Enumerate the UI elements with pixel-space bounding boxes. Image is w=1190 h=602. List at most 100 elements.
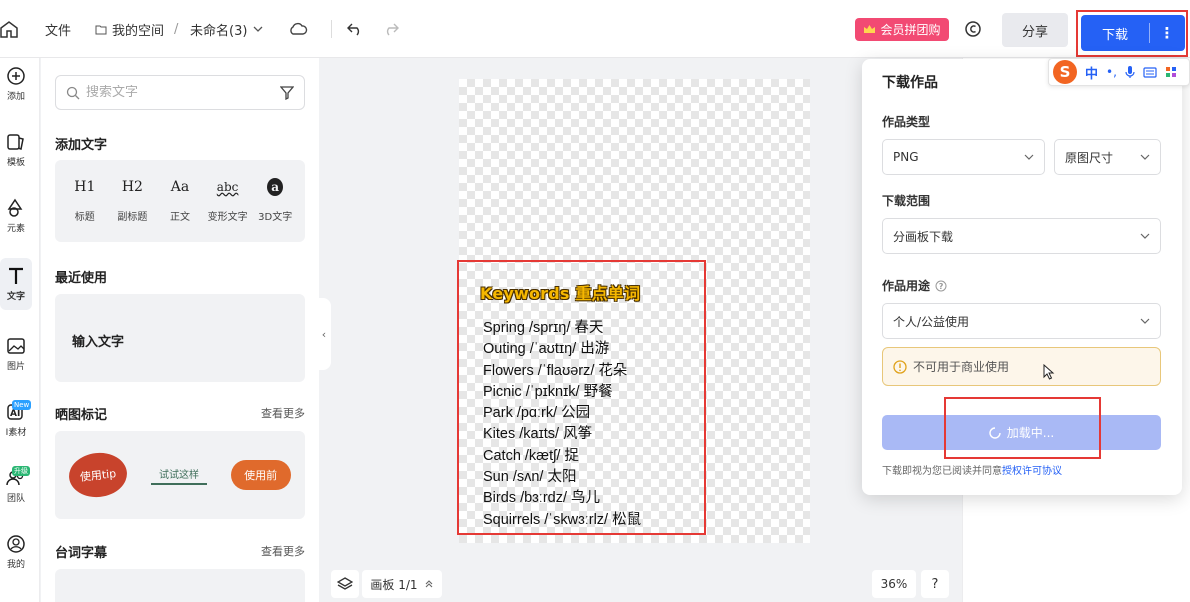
- vocab-title: Keywords 重点单词: [480, 284, 641, 303]
- rail-label: 我的: [6, 560, 25, 570]
- help-circle-icon[interactable]: ?: [935, 280, 947, 292]
- text-type-title[interactable]: H1 标题: [62, 178, 108, 223]
- rail-label: I素材: [5, 428, 27, 438]
- sticker-card: 使用tip 试试这样 使用前: [55, 431, 305, 519]
- h1-icon: H1: [74, 179, 96, 195]
- chevron-down-icon: [1140, 318, 1150, 324]
- license-agreement-link[interactable]: 授权许可协议: [1002, 466, 1062, 477]
- filter-icon[interactable]: [280, 85, 294, 100]
- keyboard-icon[interactable]: [1143, 66, 1157, 78]
- caption-see-more-link[interactable]: 查看更多: [261, 545, 305, 558]
- text-type-3d[interactable]: a 3D文字: [252, 178, 298, 223]
- sogou-logo-icon[interactable]: S: [1053, 60, 1077, 84]
- rail-label: 图片: [6, 362, 25, 372]
- work-type-label: 作品类型: [882, 113, 930, 130]
- cloud-sync-icon[interactable]: [288, 0, 308, 58]
- loading-highlight-box: [944, 397, 1101, 459]
- size-value: 原图尺寸: [1065, 150, 1114, 165]
- download-range-label: 下载范围: [882, 192, 930, 209]
- artboard-switcher[interactable]: 画板 1/1: [362, 570, 442, 598]
- license-notice: 下载即视为您已阅读并同意授权许可协议: [882, 462, 1062, 477]
- chevron-down-icon: [1140, 233, 1150, 239]
- download-range-select[interactable]: 分画板下载: [882, 218, 1161, 254]
- document-name[interactable]: 未命名(3): [190, 0, 263, 58]
- document-name-label: 未命名(3): [190, 23, 248, 39]
- plus-circle-icon: [7, 67, 25, 85]
- vip-group-buy-button[interactable]: 会员拼团购: [855, 18, 949, 41]
- vocab-line: Sun /sʌn/ 太阳: [483, 469, 577, 486]
- copyright-icon[interactable]: [962, 18, 984, 40]
- help-button[interactable]: ?: [921, 570, 949, 598]
- caption-title: 台词字幕: [55, 546, 108, 561]
- home-icon[interactable]: [0, 0, 20, 58]
- format-select[interactable]: PNG: [882, 139, 1045, 175]
- text-icon: [9, 267, 23, 284]
- vocabulary-text-box[interactable]: Keywords 重点单词 Spring /sprɪŋ/ 春天 Outing /…: [457, 260, 706, 535]
- chevron-down-icon: [253, 26, 263, 32]
- layers-icon[interactable]: [331, 570, 359, 598]
- download-highlight-box: 下载 ⋮: [1076, 10, 1188, 57]
- sticker-before[interactable]: 使用前: [230, 460, 291, 490]
- usage-select[interactable]: 个人/公益使用: [882, 303, 1161, 339]
- rail-item-image[interactable]: 图片: [0, 328, 32, 380]
- body-text-icon: Aa: [170, 179, 190, 195]
- vocab-line: Spring /sprɪŋ/ 春天: [483, 320, 604, 336]
- user-icon: [7, 535, 25, 553]
- confirm-download-button[interactable]: 加载中...: [882, 415, 1161, 450]
- microphone-icon[interactable]: [1125, 65, 1135, 79]
- sticker-see-more-link[interactable]: 查看更多: [261, 407, 305, 420]
- warning-text: 不可用于商业使用: [913, 360, 1010, 374]
- search-input[interactable]: [86, 85, 274, 100]
- rail-item-team[interactable]: 升级 团队: [0, 460, 32, 512]
- more-options-icon[interactable]: ⋮: [1159, 24, 1175, 42]
- crown-icon: [864, 25, 876, 33]
- share-button[interactable]: 分享: [1002, 13, 1068, 47]
- text-type-label: 标题: [74, 212, 95, 223]
- rail-label: 添加: [6, 92, 25, 102]
- rail-item-template[interactable]: 模板: [0, 124, 32, 176]
- file-menu[interactable]: 文件: [45, 23, 72, 39]
- rail-item-text[interactable]: 文字: [0, 258, 32, 310]
- text-type-label: 正文: [169, 212, 190, 223]
- punctuation-icon[interactable]: •,: [1106, 65, 1117, 79]
- chevron-down-icon: [1140, 154, 1150, 160]
- download-separator: [1149, 23, 1150, 43]
- text-type-body[interactable]: Aa 正文: [157, 178, 203, 223]
- undo-icon[interactable]: [347, 0, 363, 58]
- format-value: PNG: [893, 150, 919, 164]
- breadcrumb-separator: /: [174, 21, 179, 37]
- vocab-line: Kites /kaɪts/ 风筝: [483, 426, 593, 443]
- redo-icon[interactable]: [383, 0, 399, 58]
- rail-item-elements[interactable]: 元素: [0, 190, 32, 242]
- sticker-try[interactable]: 试试这样: [148, 460, 210, 490]
- skin-icon[interactable]: [1165, 66, 1177, 78]
- recent-text-card[interactable]: 输入文字: [55, 294, 305, 382]
- caption-card[interactable]: [55, 569, 305, 602]
- vip-label: 会员拼团购: [880, 23, 941, 37]
- download-button[interactable]: 下载 ⋮: [1081, 15, 1185, 51]
- ime-toolbar: S 中 •,: [1048, 58, 1190, 86]
- my-space-label: 我的空间: [112, 23, 165, 39]
- vocab-line: Outing /ˈaʊtɪŋ/ 出游: [483, 341, 610, 358]
- download-label: 下载: [1101, 27, 1128, 43]
- size-select[interactable]: 原图尺寸: [1054, 139, 1161, 175]
- artboard-canvas[interactable]: [459, 79, 810, 543]
- rail-item-add[interactable]: 添加: [0, 58, 32, 110]
- h2-icon: H2: [121, 179, 143, 195]
- recent-text-item: 输入文字: [72, 335, 125, 350]
- vocab-line: Birds /bɜːrdz/ 鸟儿: [483, 490, 601, 507]
- ime-language-toggle[interactable]: 中: [1085, 66, 1099, 82]
- chevron-up-icon: [425, 580, 432, 588]
- my-space-link[interactable]: 我的空间: [95, 0, 164, 58]
- sticker-tip[interactable]: 使用tip: [67, 450, 130, 500]
- usage-label-text: 作品用途: [882, 279, 931, 293]
- 3d-text-icon: a: [267, 178, 284, 196]
- shapes-icon: [7, 198, 23, 217]
- zoom-level[interactable]: 36%: [872, 570, 916, 598]
- rail-item-ai-assets[interactable]: AI New I素材: [0, 394, 32, 446]
- collapse-panel-button[interactable]: ‹: [317, 298, 331, 370]
- text-type-label: 3D文字: [258, 212, 293, 223]
- rail-item-mine[interactable]: 我的: [0, 526, 32, 578]
